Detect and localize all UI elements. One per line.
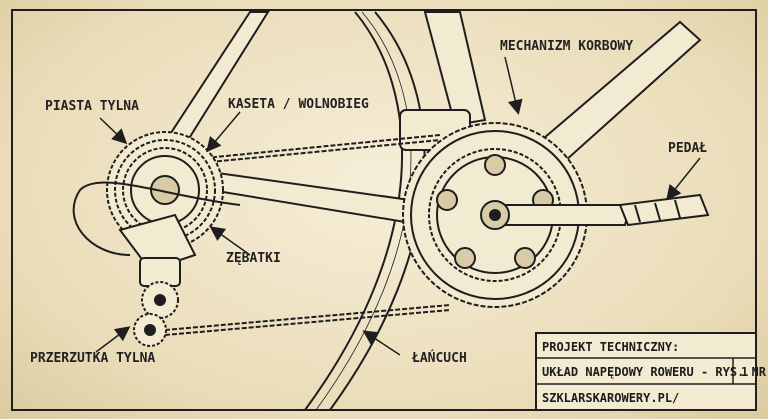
title-block: PROJEKT TECHNICZNY: UKŁAD NAPĘDOWY ROWER… — [535, 332, 767, 411]
label-pedal: PEDAŁ — [668, 141, 707, 156]
crankset — [402, 122, 632, 308]
title-block-project: PROJEKT TECHNICZNY: — [542, 340, 679, 354]
label-lancuch: ŁAŃCUCH — [411, 350, 467, 366]
callout-arrows — [95, 56, 701, 356]
label-mechanizm-korbowy: MECHANIZM KORBOWY — [500, 39, 633, 54]
title-block-drawing-name: UKŁAD NAPĘDOWY ROWERU - RYS. NR — [542, 365, 767, 379]
title-block-drawing-number: 1 — [741, 365, 748, 379]
derailleur-cable — [72, 181, 241, 256]
label-zebatki: ZĘBATKI — [226, 251, 281, 266]
chain — [164, 134, 451, 336]
cassette — [106, 131, 224, 249]
drawing-border — [11, 9, 757, 411]
pedal — [618, 193, 710, 227]
title-block-website: SZKLARSKAROWERY.PL/ — [542, 391, 679, 405]
label-piasta-tylna: PIASTA TYLNA — [45, 99, 139, 114]
label-kaseta: KASETA / WOLNOBIEG — [228, 97, 369, 112]
rear-derailleur — [118, 213, 197, 347]
label-przerzutka-tylna: PRZERZUTKA TYLNA — [30, 351, 155, 366]
